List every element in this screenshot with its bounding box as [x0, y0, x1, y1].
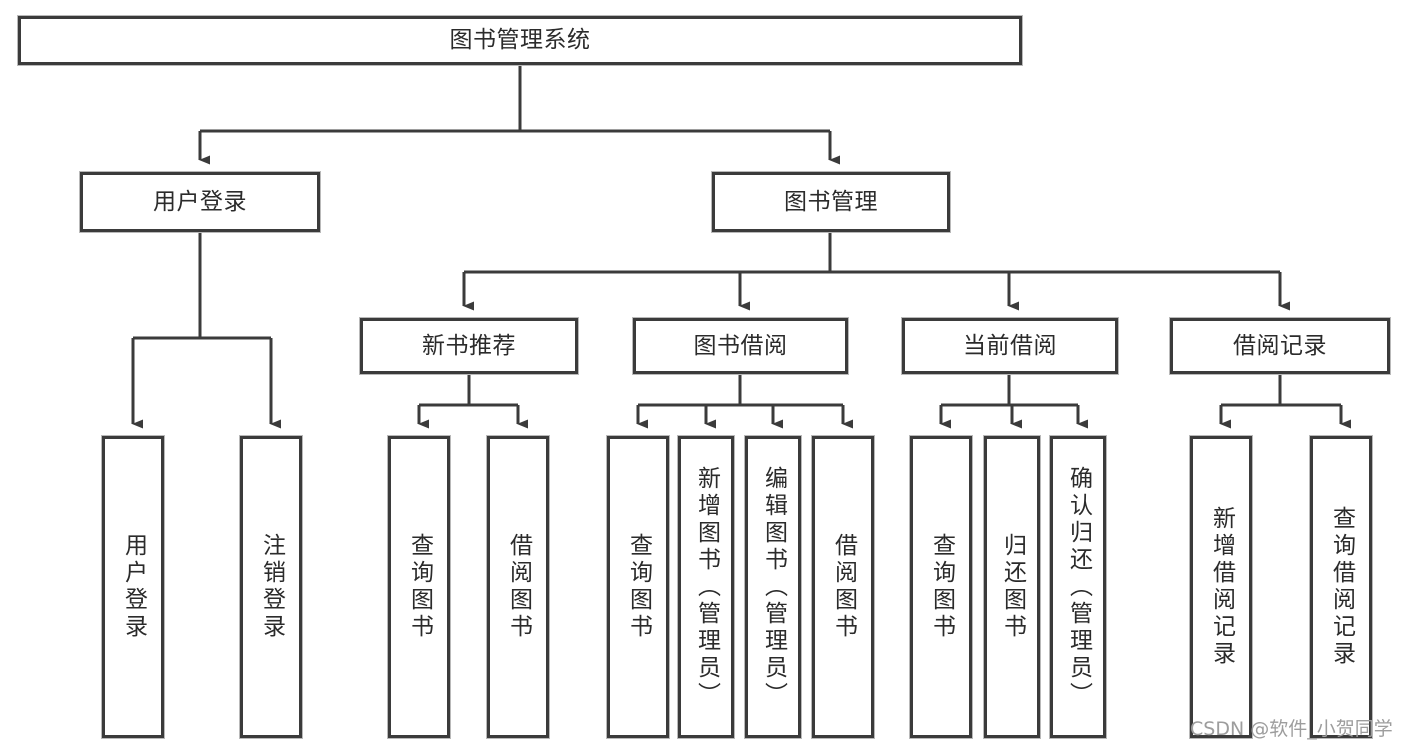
node-borrow-record[interactable]: 借阅记录: [1170, 318, 1390, 374]
node-book-management-label: 图书管理: [784, 188, 878, 215]
node-leaf-newbook-borrow[interactable]: 借阅图书: [487, 436, 549, 738]
node-user-login-label: 用户登录: [153, 188, 247, 215]
node-leaf-record-add[interactable]: 新增借阅记录: [1190, 436, 1252, 738]
node-leaf-borrow-query-label: 查询图书: [625, 533, 652, 641]
node-leaf-logout-label: 注销登录: [258, 533, 285, 641]
node-current-borrow-label: 当前借阅: [963, 332, 1057, 359]
node-leaf-current-confirm-admin[interactable]: 确认归还（管理员）: [1050, 436, 1106, 738]
node-leaf-newbook-query[interactable]: 查询图书: [388, 436, 450, 738]
node-leaf-borrow-query[interactable]: 查询图书: [607, 436, 669, 738]
node-book-management[interactable]: 图书管理: [712, 172, 950, 232]
node-leaf-current-return[interactable]: 归还图书: [984, 436, 1040, 738]
node-leaf-borrow-edit-admin[interactable]: 编辑图书（管理员）: [745, 436, 801, 738]
node-borrow-record-label: 借阅记录: [1233, 332, 1327, 359]
node-current-borrow[interactable]: 当前借阅: [902, 318, 1118, 374]
node-leaf-current-return-label: 归还图书: [999, 533, 1026, 641]
node-root-label: 图书管理系统: [449, 27, 591, 54]
node-leaf-current-confirm-admin-label: 确认归还（管理员）: [1065, 465, 1092, 709]
node-new-book-recommend[interactable]: 新书推荐: [360, 318, 578, 374]
node-new-book-recommend-label: 新书推荐: [422, 332, 516, 359]
node-leaf-record-query-label: 查询借阅记录: [1328, 506, 1355, 668]
node-leaf-current-query-label: 查询图书: [928, 533, 955, 641]
node-leaf-borrow-lend-label: 借阅图书: [830, 533, 857, 641]
node-leaf-user-login-label: 用户登录: [120, 533, 147, 641]
node-leaf-logout[interactable]: 注销登录: [240, 436, 302, 738]
node-leaf-newbook-query-label: 查询图书: [406, 533, 433, 641]
node-leaf-borrow-edit-admin-label: 编辑图书（管理员）: [760, 465, 787, 709]
node-leaf-borrow-add-admin-label: 新增图书（管理员）: [693, 465, 720, 709]
node-leaf-current-query[interactable]: 查询图书: [910, 436, 972, 738]
node-root[interactable]: 图书管理系统: [18, 16, 1022, 65]
node-leaf-user-login[interactable]: 用户登录: [102, 436, 164, 738]
node-user-login[interactable]: 用户登录: [80, 172, 320, 232]
node-leaf-borrow-add-admin[interactable]: 新增图书（管理员）: [678, 436, 734, 738]
watermark-text: CSDN @软件_小贺同学: [1190, 718, 1393, 740]
node-book-borrow-label: 图书借阅: [693, 332, 788, 359]
node-leaf-newbook-borrow-label: 借阅图书: [505, 533, 532, 641]
node-book-borrow[interactable]: 图书借阅: [633, 318, 848, 374]
node-leaf-record-add-label: 新增借阅记录: [1208, 506, 1235, 668]
node-leaf-record-query[interactable]: 查询借阅记录: [1310, 436, 1372, 738]
node-leaf-borrow-lend[interactable]: 借阅图书: [812, 436, 874, 738]
